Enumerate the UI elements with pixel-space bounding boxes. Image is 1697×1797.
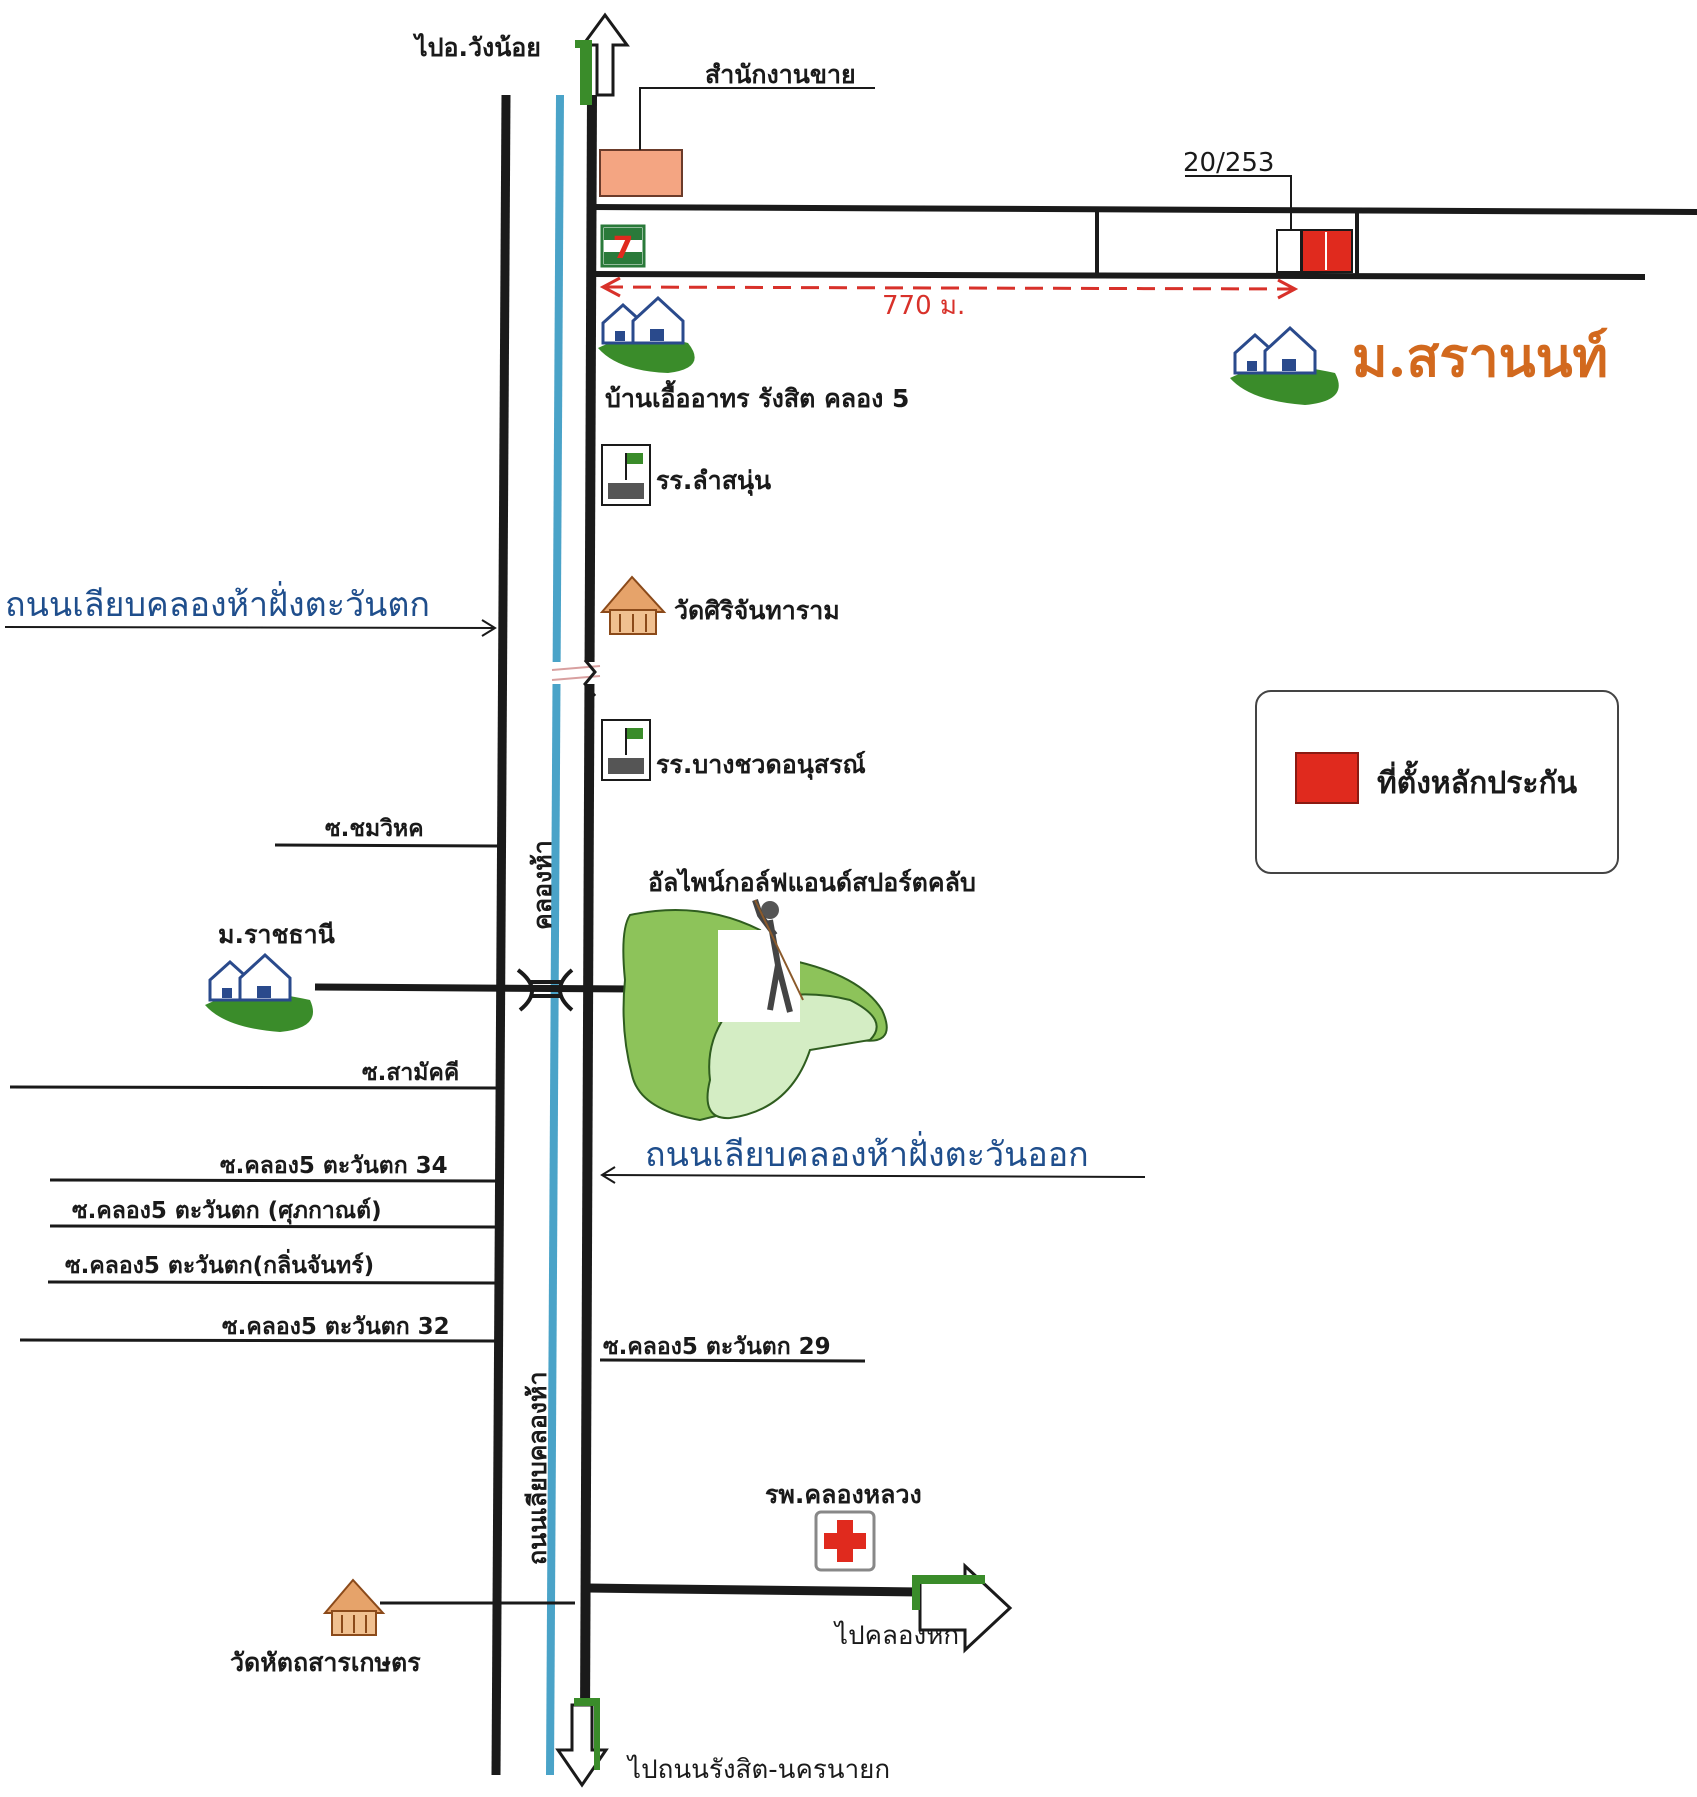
village-west-label: ม.ราชธานี [218, 920, 335, 949]
branch-road-bottom [591, 271, 1646, 280]
school-1-label: รร.ลำสนุ่น [656, 466, 772, 495]
soi-7-label: ซ.คลอง5 ตะวันตก 29 [603, 1334, 831, 1360]
soi-line [49, 1224, 499, 1229]
south-direction-label: ไปถนนรังสิต-นครนายก [628, 1755, 891, 1785]
plot-number-label: 20/253 [1183, 148, 1275, 178]
target-plot [1185, 175, 1353, 273]
soi-line [49, 1178, 499, 1183]
legend-swatch-icon [1295, 752, 1359, 804]
canal-line [546, 94, 564, 1776]
west-road-line [491, 94, 511, 1776]
distance-arrow [599, 276, 1299, 300]
east-arrow-icon[interactable] [912, 1562, 1013, 1654]
temple-icon [322, 1578, 386, 1636]
legend-box: ที่ตั้งหลักประกัน [1255, 690, 1619, 874]
soi-line [19, 1338, 499, 1343]
seven-eleven-icon: 7 [600, 224, 646, 268]
housing-estate-label: บ้านเอื้ออาทร รังสิต คลอง 5 [605, 384, 910, 413]
temple-icon [599, 575, 667, 635]
house-cluster-icon [1230, 325, 1339, 405]
canal-label: คลองห้า [528, 840, 557, 930]
south-arrow-icon[interactable] [555, 1698, 609, 1788]
soi-4-label: ซ.คลอง5 ตะวันตก (ศุภกาณต์) [72, 1198, 382, 1224]
east-branch-road [587, 1583, 921, 1597]
west-road-label: ถนนเลียบคลองห้าฝั่งตะวันตก [5, 585, 430, 625]
soi-line [274, 843, 499, 848]
svg-text:7: 7 [613, 231, 634, 266]
school-icon [601, 444, 651, 506]
north-arrow-icon[interactable] [575, 12, 630, 105]
golf-course-icon [622, 909, 888, 1122]
soi-line [599, 1358, 866, 1363]
branch-road-top [591, 204, 1697, 215]
project-title: ม.สรานนท์ [1352, 325, 1609, 389]
hospital-label: รพ.คลองหลวง [765, 1480, 922, 1509]
legend-label: ที่ตั้งหลักประกัน [1377, 766, 1578, 801]
hospital-cross-icon [814, 1510, 876, 1572]
school-icon [601, 719, 651, 781]
golf-club-label: อัลไพน์กอล์ฟแอนด์สปอร์ตคลับ [648, 868, 976, 897]
soi-line [9, 1085, 499, 1090]
west-road-vertical-label: ถนนเลียบคลองห้า [523, 1371, 552, 1565]
house-cluster-icon [205, 952, 314, 1032]
school-2-label: รร.บางชวดอนุสรณ์ [656, 750, 866, 779]
sales-office-building [599, 149, 683, 197]
house-cluster-icon [598, 295, 695, 373]
east-road-label: ถนนเลียบคลองห้าฝั่งตะวันออก [645, 1135, 1089, 1175]
sales-office-label: สำนักงานขาย [705, 60, 856, 89]
soi-line [47, 1280, 499, 1285]
east-road-line [580, 94, 597, 1721]
soi-6-label: ซ.คลอง5 ตะวันตก 32 [222, 1314, 450, 1340]
north-direction-label: ไปอ.วังน้อย [415, 33, 541, 62]
soi-5-label: ซ.คลอง5 ตะวันตก(กลิ่นจันทร์) [65, 1253, 375, 1279]
distance-label: 770 ม. [882, 291, 966, 321]
soi-3-label: ซ.คลอง5 ตะวันตก 34 [220, 1153, 448, 1179]
east-direction-label: ไปคลองหก [835, 1621, 960, 1651]
golfer-icon [752, 899, 804, 1013]
temple-1-label: วัดศิริจันทาราม [674, 596, 840, 625]
soi-2-label: ซ.สามัคคี [362, 1060, 460, 1086]
temple-2-label: วัดหัตถสารเกษตร [230, 1648, 421, 1677]
soi-1-label: ซ.ชมวิหค [325, 816, 424, 842]
village-road [314, 983, 641, 993]
bridge-icon [516, 968, 574, 1012]
